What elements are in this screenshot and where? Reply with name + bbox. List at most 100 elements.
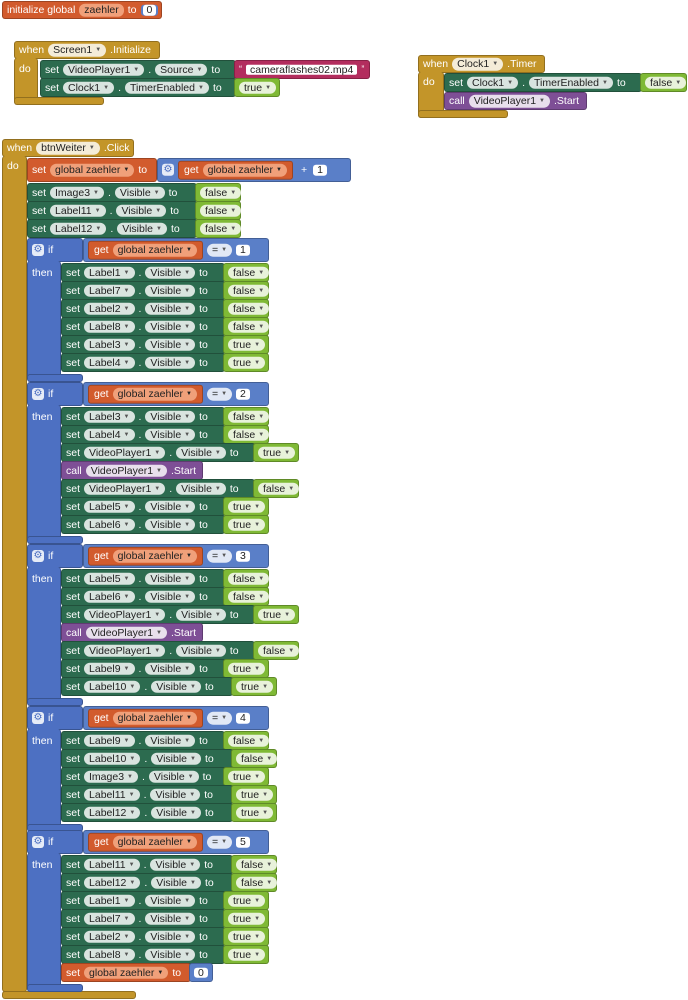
number-value[interactable]: 0 (194, 967, 208, 978)
boolean-dropdown[interactable]: true▼ (228, 662, 266, 675)
boolean-dropdown[interactable]: false▼ (258, 482, 300, 495)
component-dropdown[interactable]: Label2▼ (84, 302, 135, 315)
number-value[interactable]: 5 (236, 837, 250, 848)
logic-value-block[interactable]: true▼ (223, 927, 269, 946)
boolean-dropdown[interactable]: false▼ (258, 644, 300, 657)
component-dropdown[interactable]: Label11▼ (84, 788, 140, 801)
variable-dropdown[interactable]: global zaehler▼ (112, 549, 197, 563)
set-global-zaehler[interactable]: set global zaehler▼ to (27, 158, 157, 182)
boolean-dropdown[interactable]: false▼ (228, 266, 270, 279)
component-dropdown[interactable]: Label5▼ (84, 500, 135, 513)
component-dropdown[interactable]: Label7▼ (84, 912, 135, 925)
logic-value-block[interactable]: false▼ (640, 73, 687, 92)
logic-value-block[interactable]: false▼ (223, 587, 270, 606)
property-dropdown[interactable]: Visible▼ (176, 446, 226, 459)
component-dropdown[interactable]: Label8▼ (84, 948, 135, 961)
property-dropdown[interactable]: Visible▼ (148, 770, 199, 783)
property-dropdown[interactable]: Visible▼ (176, 608, 226, 621)
if-block[interactable]: ⚙if (27, 706, 83, 730)
boolean-dropdown[interactable]: false▼ (236, 876, 278, 889)
property-dropdown[interactable]: Visible▼ (145, 590, 196, 603)
gear-icon[interactable]: ⚙ (32, 712, 44, 724)
property-dropdown[interactable]: Visible▼ (145, 518, 196, 531)
gear-icon[interactable]: ⚙ (162, 164, 174, 176)
btnweiter-click-event[interactable]: when btnWeiter▼ .Click (2, 139, 134, 157)
property-dropdown[interactable]: Visible▼ (145, 428, 196, 441)
property-dropdown[interactable]: TimerEnabled▼ (529, 76, 613, 89)
property-dropdown[interactable]: Visible▼ (151, 680, 201, 693)
logic-value-block[interactable]: true▼ (223, 767, 269, 786)
logic-value-block[interactable]: true▼ (231, 677, 277, 696)
logic-value-block[interactable]: false▼ (223, 569, 270, 588)
boolean-dropdown[interactable]: true▼ (228, 518, 266, 531)
component-dropdown[interactable]: VideoPlayer1▼ (63, 63, 145, 76)
component-dropdown[interactable]: Label11▼ (50, 204, 106, 217)
boolean-dropdown[interactable]: false▼ (645, 76, 687, 89)
property-dropdown[interactable]: TimerEnabled▼ (125, 81, 209, 94)
logic-value-block[interactable]: false▼ (223, 263, 270, 282)
variable-dropdown[interactable]: global zaehler▼ (112, 387, 197, 401)
number-value[interactable]: 1 (313, 165, 327, 176)
initialize-global-block[interactable]: initialize global zaehler to 0 (2, 1, 162, 19)
boolean-dropdown[interactable]: true▼ (228, 338, 266, 351)
set-clock1-timerenabled[interactable]: set Clock1▼ . TimerEnabled▼ to (40, 78, 236, 97)
logic-value-block[interactable]: true▼ (253, 443, 299, 462)
property-dropdown[interactable]: Visible▼ (145, 912, 196, 925)
boolean-dropdown[interactable]: false▼ (228, 284, 270, 297)
gear-icon[interactable]: ⚙ (32, 836, 44, 848)
boolean-dropdown[interactable]: false▼ (228, 410, 270, 423)
boolean-dropdown[interactable]: false▼ (228, 428, 270, 441)
boolean-dropdown[interactable]: false▼ (228, 590, 270, 603)
boolean-dropdown[interactable]: false▼ (228, 734, 270, 747)
variable-dropdown[interactable]: global zaehler▼ (112, 835, 197, 849)
component-dropdown[interactable]: Label4▼ (84, 356, 135, 369)
logic-value-block[interactable]: true▼ (234, 78, 280, 97)
boolean-dropdown[interactable]: true▼ (236, 788, 274, 801)
property-dropdown[interactable]: Visible▼ (145, 894, 196, 907)
screen1-component-dropdown[interactable]: Screen1▼ (48, 43, 107, 57)
operator-dropdown[interactable]: =▼ (206, 549, 233, 563)
boolean-dropdown[interactable]: false▼ (228, 572, 270, 585)
property-dropdown[interactable]: Visible▼ (145, 338, 196, 351)
component-dropdown[interactable]: VideoPlayer1▼ (85, 626, 167, 639)
number-value[interactable]: 2 (236, 389, 250, 400)
variable-dropdown[interactable]: global zaehler▼ (112, 711, 197, 725)
component-dropdown[interactable]: Label1▼ (84, 894, 135, 907)
boolean-dropdown[interactable]: true▼ (258, 608, 296, 621)
logic-value-block[interactable]: false▼ (223, 425, 270, 444)
variable-dropdown[interactable]: global zaehler▼ (202, 163, 287, 177)
component-dropdown[interactable]: Image3▼ (50, 186, 104, 199)
get-global-zaehler[interactable]: get global zaehler▼ (178, 160, 293, 180)
property-dropdown[interactable]: Visible▼ (151, 806, 201, 819)
logic-value-block[interactable]: true▼ (223, 909, 269, 928)
logic-value-block[interactable]: true▼ (223, 945, 269, 964)
set-clock1-timerenabled-false[interactable]: set Clock1▼ . TimerEnabled▼ to (444, 73, 642, 92)
property-dropdown[interactable]: Visible▼ (114, 186, 165, 199)
logic-value-block[interactable]: false▼ (223, 731, 270, 750)
number-value[interactable]: 1 (236, 245, 250, 256)
component-dropdown[interactable]: Label10▼ (84, 680, 141, 693)
component-dropdown[interactable]: Label5▼ (84, 572, 135, 585)
property-dropdown[interactable]: Visible▼ (145, 320, 196, 333)
property-dropdown[interactable]: Visible▼ (117, 222, 167, 235)
property-dropdown[interactable]: Visible▼ (150, 788, 201, 801)
property-dropdown[interactable]: Visible▼ (145, 266, 196, 279)
